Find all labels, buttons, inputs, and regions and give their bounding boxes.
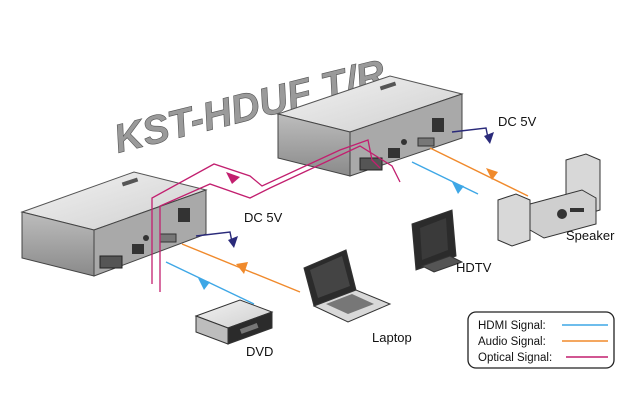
legend-item-hdmi: HDMI Signal: <box>478 320 608 332</box>
hdmi-signal-line <box>165 161 479 305</box>
dc-label-top: DC 5V <box>498 114 537 129</box>
legend: HDMI Signal: Audio Signal: Optical Signa… <box>467 311 615 369</box>
hdtv-label: HDTV <box>456 260 492 275</box>
optical-signal-line <box>151 139 401 292</box>
hdtv-icon <box>411 209 464 273</box>
extender-transmitter-icon <box>20 171 208 277</box>
laptop-icon <box>303 249 392 323</box>
power-arrow-bottom <box>228 236 238 248</box>
hdmi-arrow-dvd <box>198 278 210 290</box>
legend-item-audio: Audio Signal: <box>478 336 608 348</box>
dc-label-bottom: DC 5V <box>244 210 283 225</box>
laptop-label: Laptop <box>372 330 412 345</box>
speaker-label: Speaker <box>566 228 615 243</box>
optical-arrow <box>226 172 240 184</box>
dvd-label: DVD <box>246 344 273 359</box>
legend-label: Audio Signal: <box>478 336 546 348</box>
hdmi-arrow-hdtv <box>452 182 464 194</box>
legend-label: Optical Signal: <box>478 352 552 364</box>
audio-arrow-speaker <box>486 168 498 180</box>
dvd-player-icon <box>194 299 274 345</box>
audio-arrow-laptop <box>236 262 248 274</box>
speaker-icon <box>497 153 601 247</box>
legend-item-optical: Optical Signal: <box>478 352 608 364</box>
legend-label: HDMI Signal: <box>478 320 546 332</box>
extender-receiver-icon <box>276 75 464 177</box>
power-arrow-top <box>484 132 494 144</box>
